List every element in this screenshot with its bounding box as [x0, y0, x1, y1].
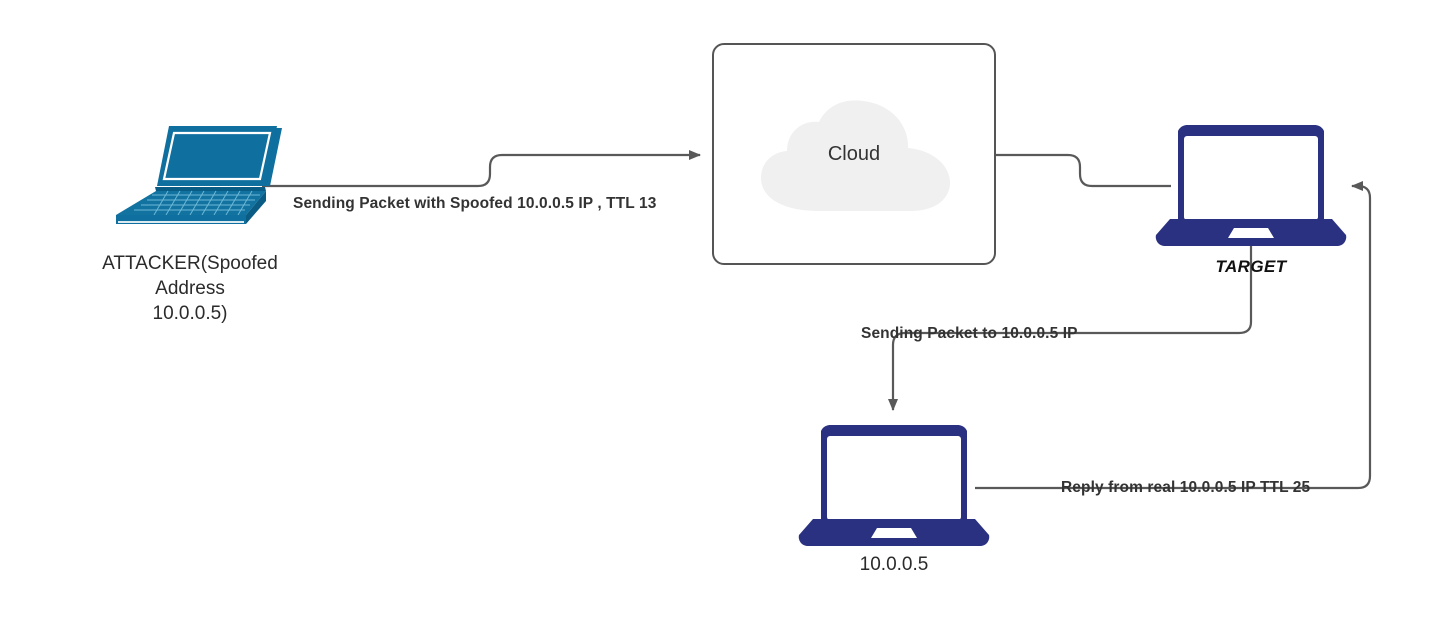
connector-cloud-to-target	[996, 153, 1171, 188]
edge-label-attacker-to-cloud: Sending Packet with Spoofed 10.0.0.5 IP …	[293, 195, 657, 212]
connector-attacker-to-cloud	[262, 150, 701, 188]
cloud-icon	[761, 100, 951, 211]
victim-laptop-icon	[798, 425, 990, 546]
target-laptop-icon	[1155, 125, 1347, 246]
victim-label: 10.0.0.5	[859, 554, 929, 575]
edge-label-target-to-victim: Sending Packet to 10.0.0.5 IP	[861, 325, 1078, 342]
target-label: TARGET	[1215, 257, 1287, 276]
attacker-label: ATTACKER(Spoofed Address 10.0.0.5)	[102, 253, 278, 324]
edge-label-victim-to-target: Reply from real 10.0.0.5 IP TTL 25	[1061, 479, 1311, 496]
cloud-label: Cloud	[827, 143, 881, 165]
isometric-laptop-icon	[116, 126, 282, 224]
